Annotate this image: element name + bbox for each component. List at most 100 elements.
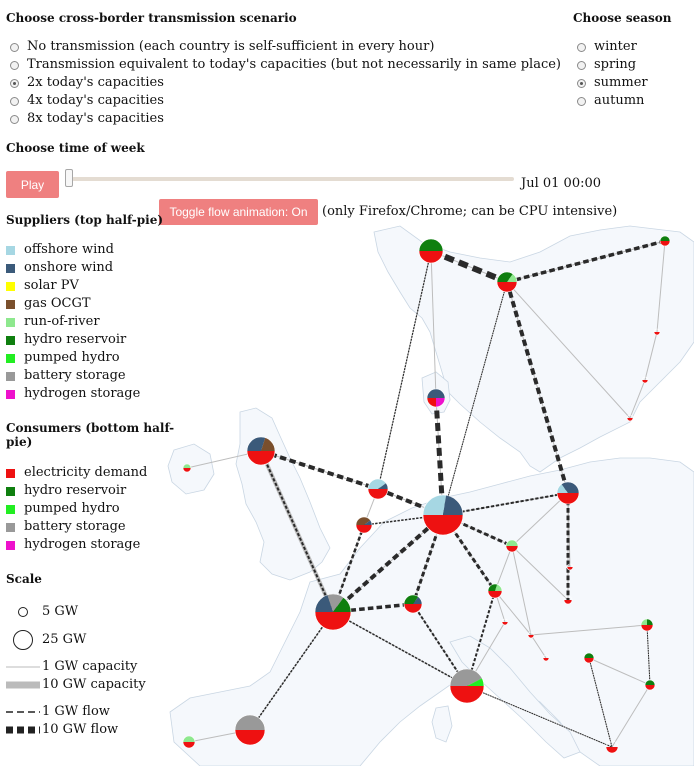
consumer-legend-label: hydrogen storage xyxy=(24,537,141,552)
capacity-link-CZ-HU xyxy=(511,545,532,636)
node-fi2[interactable] xyxy=(653,328,661,336)
node-outline xyxy=(403,594,423,614)
node-ro[interactable] xyxy=(640,618,654,632)
node-lt[interactable] xyxy=(566,563,574,571)
node-nl[interactable] xyxy=(367,478,389,500)
scenario-option-0[interactable]: No transmission (each country is self-su… xyxy=(10,38,434,56)
node-supply-slice xyxy=(561,481,579,493)
node-no[interactable] xyxy=(418,238,444,264)
scenario-radio-1[interactable] xyxy=(10,60,19,70)
scale-circle-large xyxy=(13,630,33,650)
node-es[interactable] xyxy=(234,714,266,746)
time-slider-handle[interactable] xyxy=(65,169,73,187)
node-sk[interactable] xyxy=(563,595,573,605)
node-rs[interactable] xyxy=(583,652,595,664)
season-option-3[interactable]: autumn xyxy=(577,92,644,110)
scale-capacity-small-label: 1 GW capacity xyxy=(42,659,138,674)
country-shapes xyxy=(167,225,694,766)
scenario-option-4[interactable]: 8x today's capacities xyxy=(10,110,164,128)
node-fr[interactable] xyxy=(314,593,352,631)
europe-network-map[interactable] xyxy=(160,222,694,766)
scenario-option-label: 4x today's capacities xyxy=(27,93,164,108)
toggle-flow-animation-button[interactable]: Toggle flow animation: On xyxy=(159,199,318,225)
scale-heading: Scale xyxy=(6,572,42,586)
time-heading: Choose time of week xyxy=(6,141,145,155)
node-ee[interactable] xyxy=(641,376,649,384)
consumers-heading-line2: pie) xyxy=(6,435,33,449)
node-gr[interactable] xyxy=(605,740,619,754)
node-demand-slice xyxy=(247,451,275,465)
supplier-swatch xyxy=(6,389,15,399)
node-lv[interactable] xyxy=(626,414,634,422)
node-supply-slice xyxy=(660,236,670,241)
scenario-option-3[interactable]: 4x today's capacities xyxy=(10,92,164,110)
season-option-0[interactable]: winter xyxy=(577,38,637,56)
time-slider-track[interactable] xyxy=(72,177,514,181)
scenario-heading: Choose cross-border transmission scenari… xyxy=(6,11,297,25)
node-bg[interactable] xyxy=(644,679,656,691)
node-fi[interactable] xyxy=(659,235,671,247)
node-ch[interactable] xyxy=(403,594,423,614)
scenario-radio-2[interactable] xyxy=(10,78,19,88)
supplier-legend-item: pumped hydro xyxy=(6,349,120,367)
season-radio-0[interactable] xyxy=(577,42,586,52)
scenario-option-2[interactable]: 2x today's capacities xyxy=(10,74,164,92)
season-option-2[interactable]: summer xyxy=(577,74,648,92)
node-hr[interactable] xyxy=(542,654,550,662)
node-supply-slice xyxy=(327,594,344,612)
node-demand-slice xyxy=(183,742,195,748)
consumer-legend-item: pumped hydro xyxy=(6,500,120,518)
node-outline xyxy=(182,463,192,473)
node-it[interactable] xyxy=(449,668,485,704)
season-radio-1[interactable] xyxy=(577,60,586,70)
consumers-heading-line1: Consumers (bottom half- xyxy=(6,421,175,435)
season-option-1[interactable]: spring xyxy=(577,56,636,74)
node-dk[interactable] xyxy=(426,388,446,408)
current-time-label: Jul 01 00:00 xyxy=(521,176,602,191)
node-outline xyxy=(653,328,661,336)
node-demand-slice xyxy=(645,685,655,690)
land-great-britain xyxy=(235,407,331,581)
node-at[interactable] xyxy=(487,583,503,599)
supplier-swatch xyxy=(6,371,15,381)
node-supply-slice xyxy=(584,653,594,658)
node-pl[interactable] xyxy=(556,481,580,505)
node-si[interactable] xyxy=(501,618,509,626)
play-button[interactable]: Play xyxy=(6,171,59,198)
node-demand-slice xyxy=(427,398,436,407)
node-hu[interactable] xyxy=(527,631,535,639)
scenario-radio-3[interactable] xyxy=(10,96,19,106)
supplier-legend-label: battery storage xyxy=(24,368,126,383)
node-cz[interactable] xyxy=(505,539,519,553)
node-de[interactable] xyxy=(422,494,464,536)
flow-NL-DE xyxy=(377,487,444,517)
node-supply-slice xyxy=(495,584,502,591)
capacity-link-RS-BG xyxy=(588,657,651,686)
supplier-swatch xyxy=(6,353,15,363)
node-outline xyxy=(501,618,509,626)
consumer-legend-label: battery storage xyxy=(24,519,126,534)
consumer-swatch xyxy=(6,468,15,478)
node-demand-slice xyxy=(654,332,660,335)
season-radio-2[interactable] xyxy=(577,78,586,88)
node-ie[interactable] xyxy=(182,463,192,473)
consumer-swatch xyxy=(6,540,15,550)
scenario-radio-4[interactable] xyxy=(10,114,19,124)
node-pt[interactable] xyxy=(182,735,196,749)
node-se[interactable] xyxy=(496,271,518,293)
scenario-radio-0[interactable] xyxy=(10,42,19,52)
node-outline xyxy=(626,414,634,422)
supplier-legend-label: hydro reservoir xyxy=(24,332,127,347)
season-radio-3[interactable] xyxy=(577,96,586,106)
node-demand-slice xyxy=(356,525,372,533)
scenario-option-1[interactable]: Transmission equivalent to today's capac… xyxy=(10,56,561,74)
node-demand-slice xyxy=(564,600,572,604)
flow-DE-FR xyxy=(331,513,445,614)
node-gb[interactable] xyxy=(246,436,276,466)
node-supply-slice xyxy=(507,273,517,282)
node-demand-slice xyxy=(450,686,484,703)
node-be[interactable] xyxy=(355,516,373,534)
node-demand-slice xyxy=(436,398,445,407)
node-supply-slice xyxy=(506,540,518,546)
capacity-link-FI-FI2 xyxy=(656,240,666,333)
